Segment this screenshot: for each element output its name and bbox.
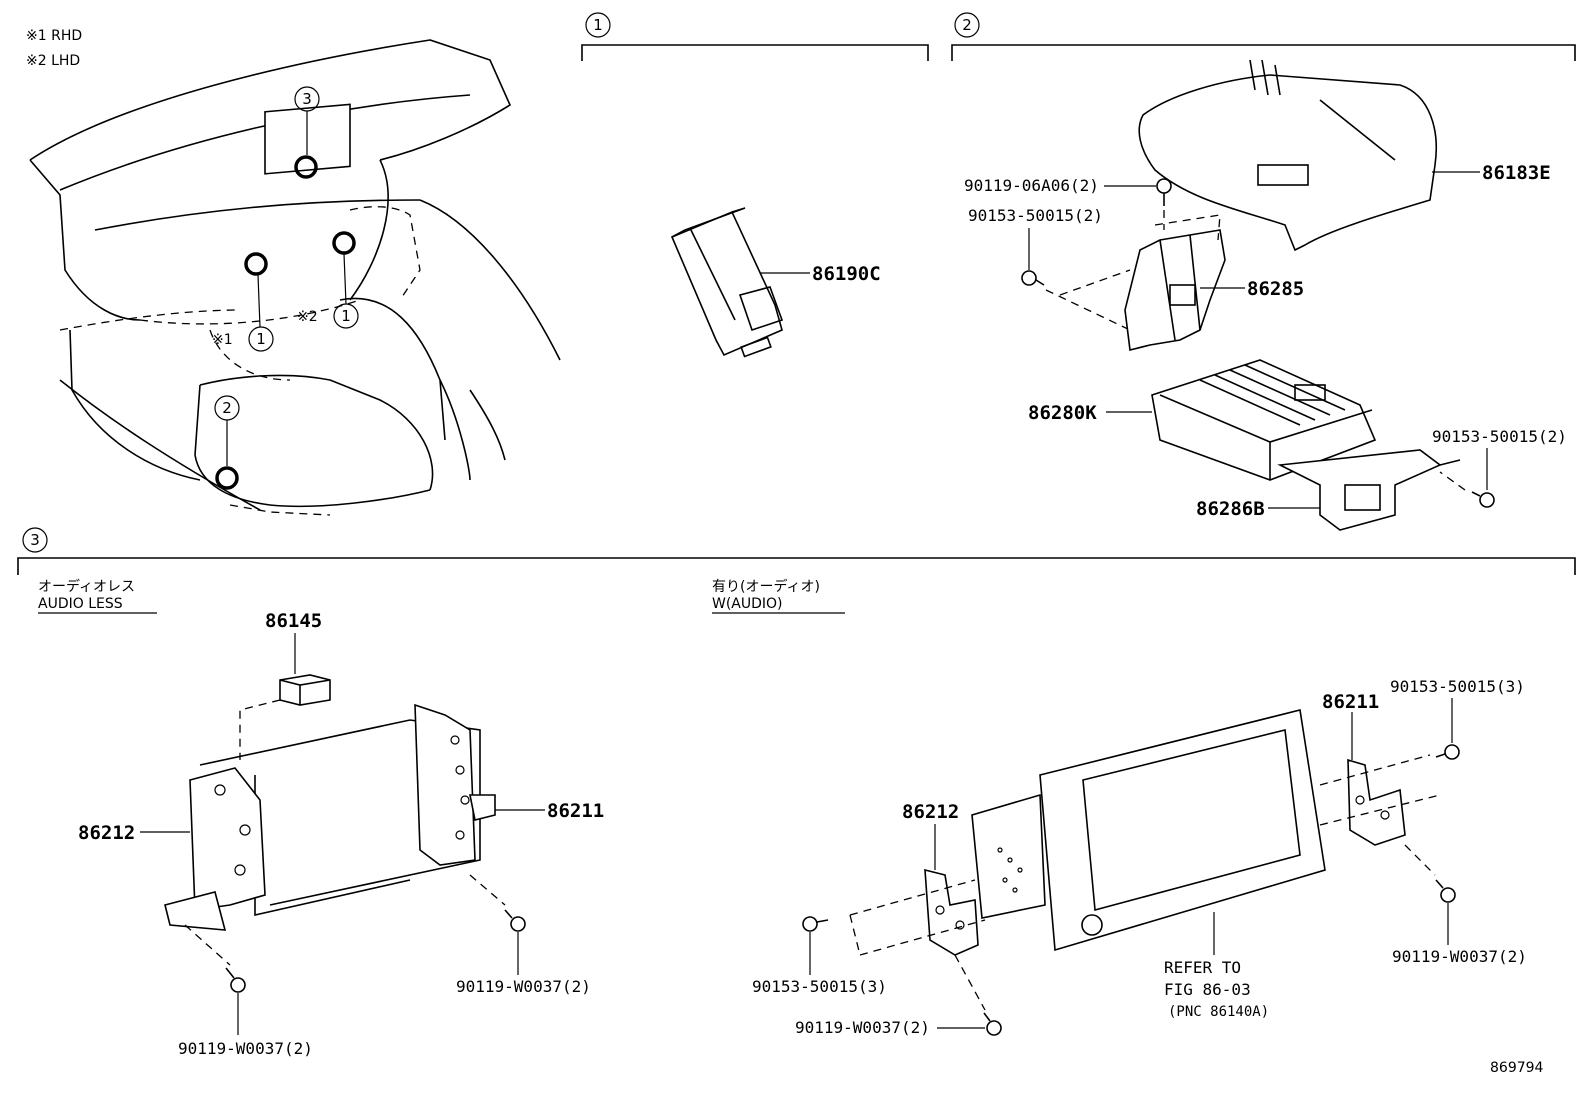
label-90153-50015-b: 90153-50015(2)	[1432, 427, 1567, 446]
bracket-86212-right-illustration	[924, 868, 979, 956]
bracket-86285-illustration	[1124, 214, 1226, 351]
section-1-marker	[585, 12, 611, 38]
bolt-90153-50015-c	[1435, 744, 1460, 760]
audioless-jp: オーディオレス	[38, 578, 135, 595]
label-90119-w0037-b: 90119-W0037(2)	[456, 977, 591, 996]
label-90153-50015-c: 90153-50015(3)	[1390, 677, 1525, 696]
label-86183e: 86183E	[1482, 162, 1551, 184]
section-3-marker	[22, 527, 48, 553]
part-86190c-illustration	[670, 207, 784, 358]
callout-1-rhd-label: 1	[256, 330, 266, 348]
waudio-en: W(AUDIO)	[712, 596, 783, 612]
callout-1-lhd-circle	[333, 303, 359, 329]
bolt-90119-06a06	[1156, 178, 1172, 206]
label-86286b: 86286B	[1196, 498, 1265, 520]
bracket-86286b-illustration	[1277, 449, 1461, 531]
label-86285: 86285	[1247, 278, 1304, 300]
refer-line-1: REFER TO	[1164, 958, 1241, 977]
figure-id: 869794	[1490, 1060, 1544, 1076]
location-ring-1-lhd	[332, 231, 356, 255]
label-86190c: 86190C	[812, 263, 881, 285]
section-2-number: 2	[962, 16, 972, 34]
dashboard-overview-illustration	[29, 39, 561, 516]
bolt-90119-w0037-b	[504, 909, 526, 932]
label-86211-b: 86211	[1322, 691, 1379, 713]
bolt-90153-50015-b	[1471, 491, 1495, 508]
label-90119-w0037-c: 90119-W0037(2)	[795, 1018, 930, 1037]
refer-line-2: FIG 86-03	[1164, 980, 1251, 999]
section-1-number: 1	[593, 16, 603, 34]
callout-1-rhd-circle	[248, 326, 274, 352]
marker-rhd: ※1	[212, 332, 233, 348]
location-ring-2	[215, 466, 239, 490]
waudio-jp: 有り(オーディオ)	[712, 578, 820, 595]
section-2-marker	[954, 12, 980, 38]
callout-2-label: 2	[222, 399, 232, 417]
bolt-90119-w0037-c	[983, 1012, 1002, 1036]
label-90119-w0037-a: 90119-W0037(2)	[178, 1039, 313, 1058]
marker-lhd: ※2	[297, 309, 318, 325]
label-86211-a: 86211	[547, 800, 604, 822]
bolt-90153-50015-d	[802, 916, 829, 932]
location-ring-1-rhd	[244, 252, 268, 276]
label-86212-a: 86212	[78, 822, 135, 844]
label-90153-50015-a: 90153-50015(2)	[968, 206, 1103, 225]
label-86145: 86145	[265, 610, 322, 632]
legend-lhd: ※2 LHD	[26, 53, 80, 69]
label-90153-50015-d: 90153-50015(3)	[752, 977, 887, 996]
section-3-number: 3	[30, 531, 40, 549]
clip-86145-illustration	[279, 674, 331, 706]
section-1-bracket	[581, 44, 929, 61]
head-unit-illustration	[971, 709, 1326, 952]
label-90119-06a06: 90119-06A06(2)	[964, 176, 1099, 195]
label-86280k: 86280K	[1028, 402, 1097, 424]
cover-86183e-illustration	[1138, 59, 1438, 252]
label-86212-b: 86212	[902, 801, 959, 823]
legend-rhd: ※1 RHD	[26, 28, 82, 44]
callout-3-label: 3	[302, 90, 312, 108]
audioless-en: AUDIO LESS	[38, 596, 123, 612]
bracket-86211-right-illustration	[1347, 758, 1406, 846]
location-ring-3	[294, 155, 318, 179]
amplifier-86280k-illustration	[1151, 359, 1377, 481]
bolt-90119-w0037-a	[225, 967, 246, 993]
label-90119-w0037-d: 90119-W0037(2)	[1392, 947, 1527, 966]
section-2-bracket	[951, 44, 1576, 61]
section-3-bracket	[17, 557, 1576, 575]
bolt-90153-50015-a	[1021, 270, 1045, 286]
refer-line-3: (PNC 86140A)	[1168, 1004, 1269, 1020]
panel-audioless-illustration	[164, 703, 496, 931]
callout-1-lhd-label: 1	[341, 307, 351, 325]
bolt-90119-w0037-d	[1435, 879, 1456, 903]
